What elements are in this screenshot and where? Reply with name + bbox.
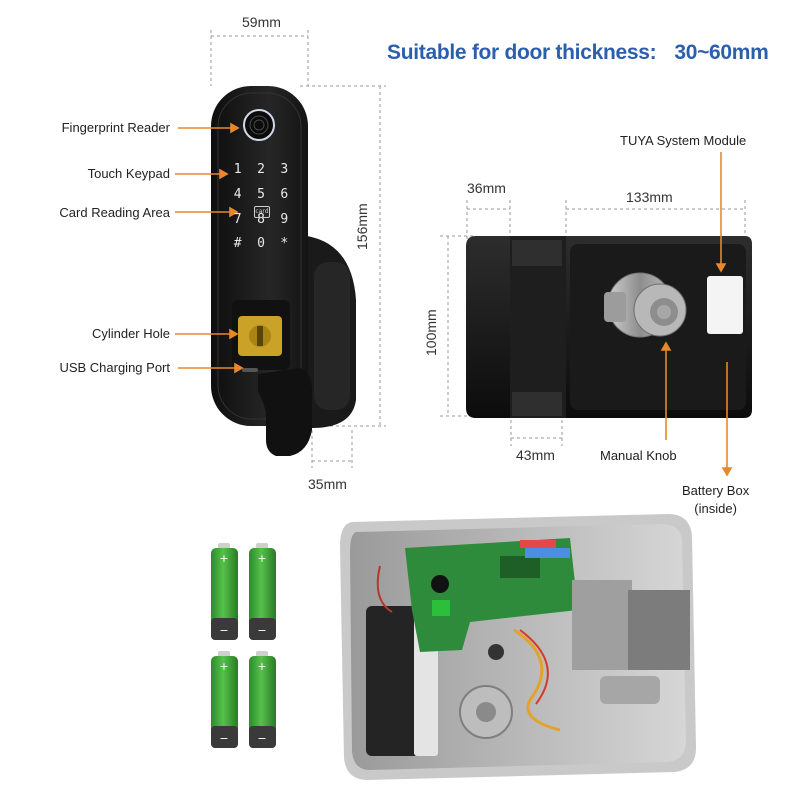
- svg-text:+: +: [257, 660, 266, 673]
- label-touch-keypad: Touch Keypad: [87, 166, 170, 181]
- headline-value: 30~60mm: [674, 41, 769, 64]
- card-reading-badge: card: [254, 206, 270, 218]
- key-7[interactable]: 7: [233, 211, 242, 227]
- label-manual-knob: Manual Knob: [600, 448, 677, 463]
- box-dimension-lines: [440, 200, 746, 446]
- touch-keypad[interactable]: 1 2 3 4 5 6 7 8 9 # 0 *: [226, 162, 296, 258]
- svg-text:−: −: [257, 624, 266, 637]
- key-8[interactable]: 8: [257, 211, 265, 227]
- box-width-dim: 133mm: [626, 189, 673, 205]
- svg-text:−: −: [257, 732, 266, 745]
- fingerprint-reader[interactable]: [243, 109, 275, 141]
- door-thickness-headline: Suitable for door thickness: 30~60mm: [387, 41, 769, 65]
- lever-handle[interactable]: [258, 368, 312, 456]
- key-9[interactable]: 9: [280, 211, 289, 227]
- manual-knob[interactable]: [604, 272, 687, 338]
- key-0[interactable]: 0: [257, 236, 265, 252]
- key-hash[interactable]: #: [233, 236, 242, 252]
- key-4[interactable]: 4: [233, 186, 242, 202]
- label-battery-box: Battery Box (inside): [682, 482, 749, 518]
- callout-arrows: [175, 122, 733, 477]
- lock-interior-photo: [340, 514, 696, 780]
- svg-text:+: +: [219, 552, 228, 565]
- box-height-dim: 100mm: [423, 309, 439, 356]
- svg-text:−: −: [219, 732, 228, 745]
- handle-height-dim: 156mm: [354, 203, 370, 250]
- label-battery-box-line2: (inside): [694, 501, 737, 516]
- label-card-reading-area: Card Reading Area: [59, 205, 170, 220]
- handle-side-plate: [314, 262, 350, 410]
- key-3[interactable]: 3: [280, 162, 289, 177]
- lock-bolt: [628, 590, 690, 670]
- box-side-dim: 36mm: [467, 180, 506, 196]
- svg-text:−: −: [219, 624, 228, 637]
- battery-icon: + −: [249, 651, 276, 748]
- key-1[interactable]: 1: [233, 162, 242, 177]
- battery-icon: + −: [211, 651, 238, 748]
- battery-group: + − + − + − + −: [211, 543, 276, 748]
- label-tuya-module: TUYA System Module: [620, 133, 747, 148]
- label-usb-charging-port: USB Charging Port: [59, 360, 170, 375]
- key-5[interactable]: 5: [257, 186, 265, 202]
- key-2[interactable]: 2: [257, 162, 265, 177]
- box-bottom-dim: 43mm: [516, 447, 555, 463]
- tuya-module-window: [707, 276, 743, 334]
- svg-text:+: +: [219, 660, 228, 673]
- battery-icon: + −: [211, 543, 238, 640]
- svg-text:+: +: [257, 552, 266, 565]
- headline-text: Suitable for door thickness:: [387, 41, 657, 64]
- handle-width-dim: 59mm: [242, 14, 281, 30]
- key-star[interactable]: *: [280, 236, 289, 252]
- label-battery-box-line1: Battery Box: [682, 483, 750, 498]
- handle-depth-dim: 35mm: [308, 476, 347, 492]
- label-cylinder-hole: Cylinder Hole: [91, 326, 170, 341]
- label-fingerprint-reader: Fingerprint Reader: [61, 120, 170, 135]
- battery-icon: + −: [249, 543, 276, 640]
- usb-charging-port: [242, 368, 258, 372]
- key-6[interactable]: 6: [280, 186, 289, 202]
